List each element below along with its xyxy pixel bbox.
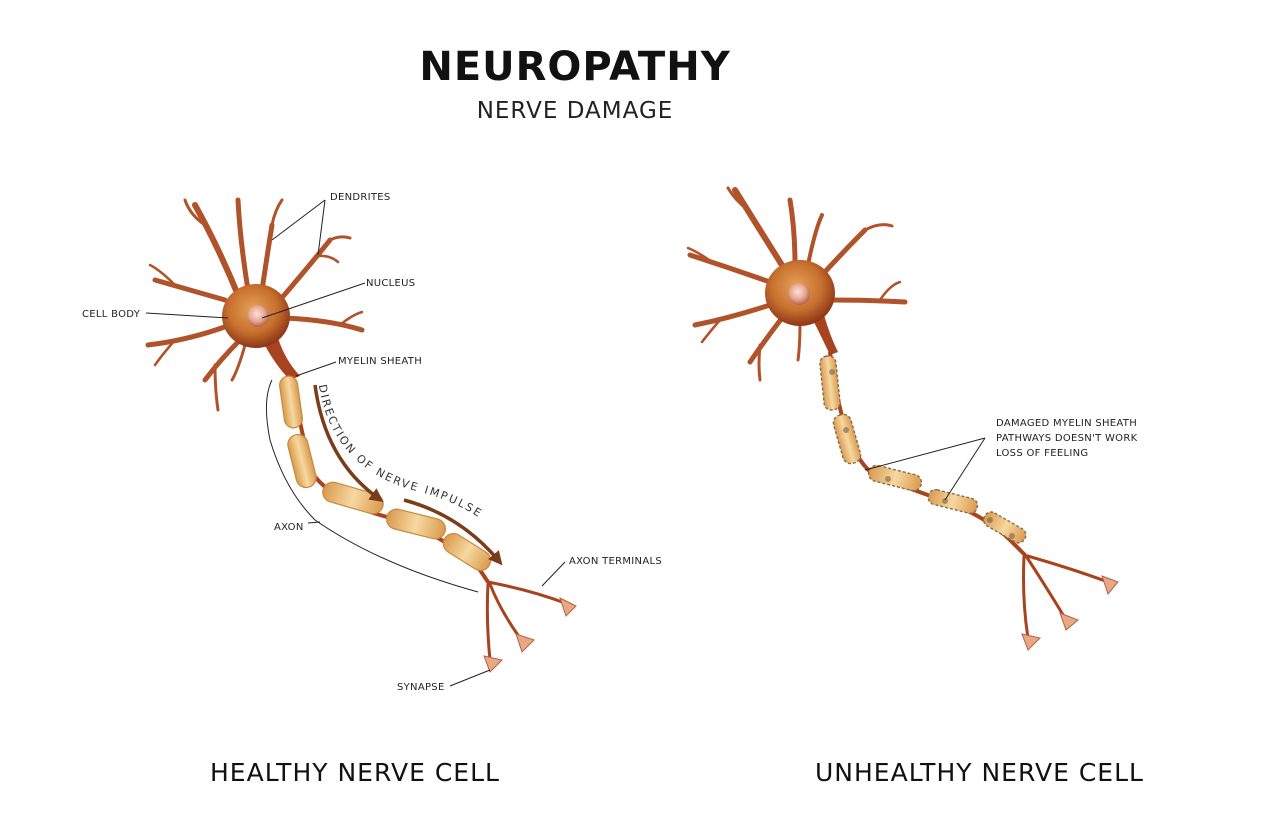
healthy-neuron: DIRECTION OF NERVE IMPULSE [145,197,577,673]
page-subtitle: NERVE DAMAGE [476,98,674,124]
healthy-synapse-bulbs [483,597,577,673]
label-cell-body: CELL BODY [82,309,141,320]
healthy-caption: HEALTHY NERVE CELL [210,758,500,787]
label-myelin-sheath: MYELIN SHEATH [338,356,422,367]
axon-bracket [266,379,479,593]
direction-arrows [313,384,503,566]
label-damaged-myelin: DAMAGED MYELIN SHEATH [996,418,1137,429]
unhealthy-caption: UNHEALTHY NERVE CELL [815,758,1144,787]
unhealthy-axon-terminals [1022,553,1109,639]
healthy-axon-hillock [262,338,300,380]
unhealthy-synapse-bulbs [1021,575,1119,651]
healthy-leaders [145,199,566,687]
page-title: NEUROPATHY [419,44,731,90]
unhealthy-nucleus [788,283,810,305]
healthy-dendrites [145,197,365,412]
label-loss-of-feeling: LOSS OF FEELING [996,448,1088,459]
unhealthy-leaders [864,437,986,501]
unhealthy-axon-hillock [812,315,838,355]
label-pathways: PATHWAYS DOESN'T WORK [996,433,1138,444]
unhealthy-neuron [686,186,1119,651]
healthy-myelin-segments [279,375,492,572]
unhealthy-damage-spots [829,369,1015,539]
healthy-nucleus [247,305,269,327]
label-synapse: SYNAPSE [397,682,445,693]
label-axon: AXON [274,522,304,533]
unhealthy-damaged-myelin [819,355,1027,544]
label-axon-terminals: AXON TERMINALS [569,556,662,567]
label-dendrites: DENDRITES [330,192,391,203]
healthy-axon-terminals [485,580,566,661]
label-nucleus: NUCLEUS [366,278,415,289]
